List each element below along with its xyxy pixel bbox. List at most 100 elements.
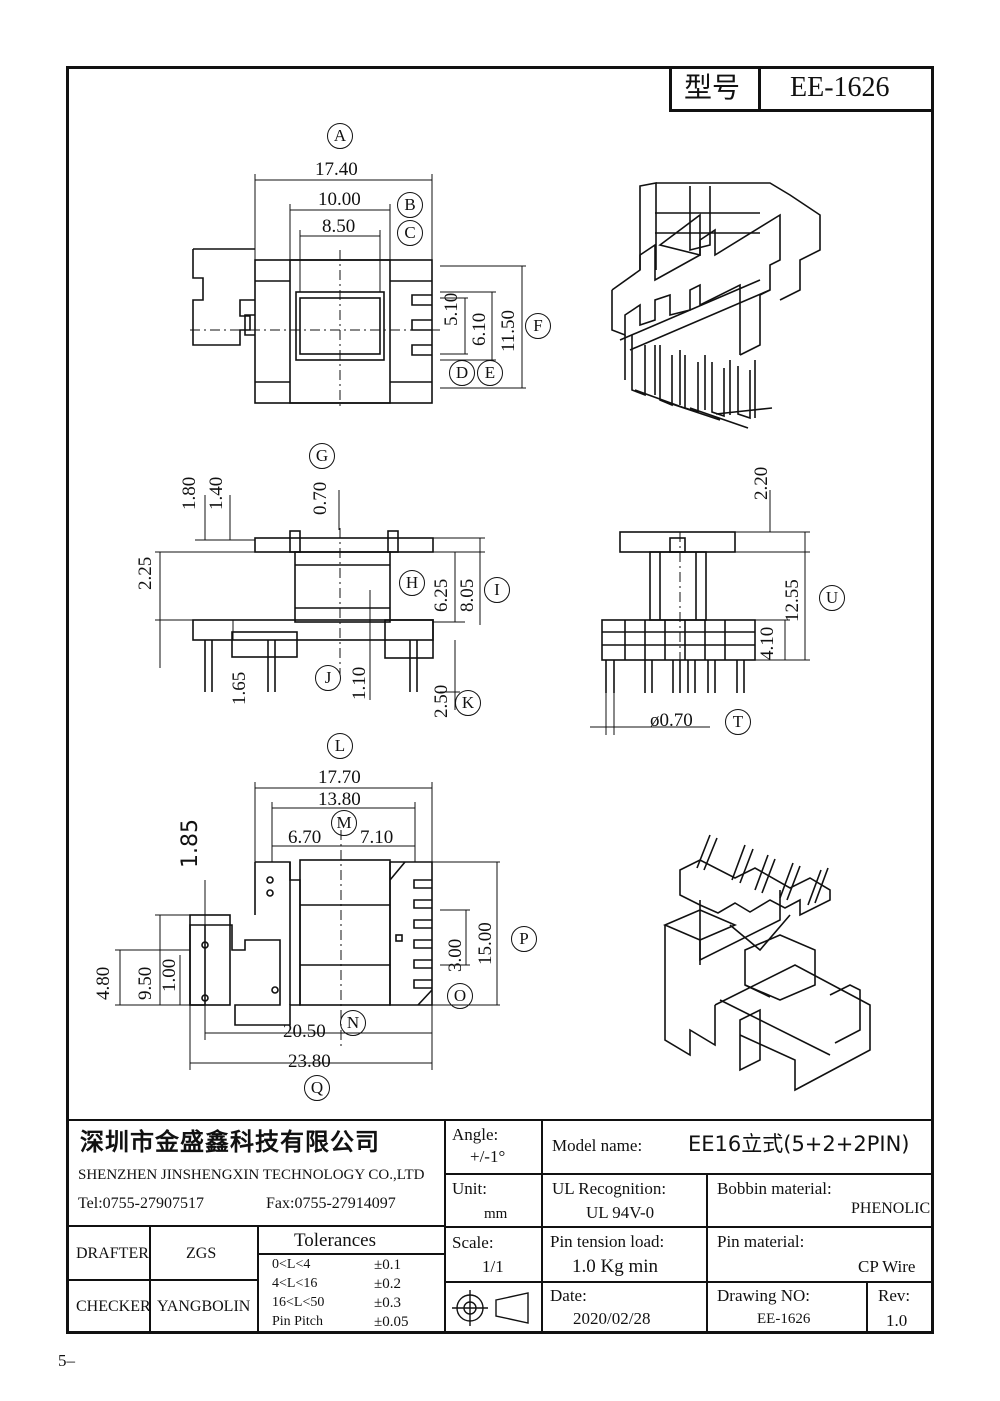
drafter-value: ZGS	[186, 1245, 217, 1262]
dim-1-40: 1.40	[206, 476, 227, 510]
checker-label: CHECKER	[76, 1298, 151, 1315]
front-view	[192, 528, 434, 692]
scale-label: Scale:	[452, 1233, 494, 1252]
angle-label: Angle:	[452, 1125, 499, 1144]
dim-20-50: 20.50	[283, 1021, 326, 1042]
drawing-no-value: EE-1626	[757, 1311, 811, 1327]
tolerance-value: ±0.05	[374, 1314, 409, 1330]
scale-value: 1/1	[482, 1257, 504, 1276]
bottom-view	[189, 830, 433, 1050]
callout-i: I	[484, 577, 510, 603]
callout-b: B	[397, 192, 423, 218]
callout-p: P	[511, 926, 537, 952]
tolerance-value: ±0.2	[374, 1276, 401, 1292]
date-value: 2020/02/28	[573, 1309, 651, 1328]
dim-17-70: 17.70	[318, 767, 361, 788]
title-block-grid	[66, 1119, 934, 1334]
projection-symbol	[452, 1290, 529, 1326]
company-tel: Tel:0755-27907517	[78, 1195, 204, 1212]
dim-1-10: 1.10	[349, 666, 370, 700]
dim-1-80: 1.80	[179, 476, 200, 510]
pin-tension-label: Pin tension load:	[550, 1232, 665, 1251]
callout-a: A	[327, 123, 353, 149]
unit-value: mm	[484, 1206, 508, 1222]
model-label: 型号	[684, 71, 741, 104]
model-title-box	[669, 66, 934, 112]
drafter-label: DRAFTER	[76, 1245, 149, 1262]
dim-10-00: 10.00	[318, 189, 361, 210]
isometric-view-bottom	[662, 834, 871, 1092]
tolerance-range: Pin Pitch	[272, 1314, 323, 1329]
dim-8-50: 8.50	[322, 216, 356, 237]
dim-23-80: 23.80	[288, 1051, 331, 1072]
dim-2-50: 2.50	[431, 684, 452, 718]
dim-pin-dia: ø0.70	[650, 710, 693, 731]
callout-h: H	[399, 570, 425, 596]
bobbin-label: Bobbin material:	[717, 1179, 832, 1198]
tolerance-value: ±0.1	[374, 1257, 401, 1273]
dim-12-55: 12.55	[782, 579, 803, 622]
rev-label: Rev:	[878, 1286, 911, 1305]
dim-11-50: 11.50	[498, 309, 519, 352]
date-label: Date:	[550, 1286, 587, 1305]
unit-label: Unit:	[452, 1179, 487, 1198]
isometric-view-top	[611, 182, 821, 429]
dim-6-25: 6.25	[431, 578, 452, 612]
callout-t: T	[725, 709, 751, 735]
pin-tension-value: 1.0 Kg min	[572, 1256, 659, 1277]
callout-o: O	[447, 983, 473, 1009]
tolerances-label: Tolerances	[294, 1230, 377, 1251]
pin-material-value: CP Wire	[858, 1257, 916, 1276]
dim-17-40: 17.40	[315, 159, 358, 180]
dim-1-65: 1.65	[229, 671, 250, 705]
dim-1-85: 1.85	[178, 819, 203, 868]
drawing-no-label: Drawing NO:	[717, 1286, 811, 1305]
model-name-label: Model name:	[552, 1136, 643, 1155]
tolerance-range: 4<L<16	[272, 1276, 318, 1291]
callout-u: U	[819, 585, 845, 611]
rev-value: 1.0	[886, 1311, 908, 1330]
callout-j: J	[315, 665, 341, 691]
dim-0-70: 0.70	[310, 481, 331, 515]
pin-material-label: Pin material:	[717, 1232, 805, 1251]
dim-15-00: 15.00	[475, 922, 496, 965]
callout-k: K	[455, 690, 481, 716]
callout-l: L	[327, 733, 353, 759]
tolerance-range: 16<L<50	[272, 1295, 325, 1310]
callout-d: D	[449, 360, 475, 386]
tolerance-range: 0<L<4	[272, 1257, 311, 1272]
callout-f: F	[525, 313, 551, 339]
dim-3-00: 3.00	[445, 938, 466, 972]
callout-e: E	[477, 360, 503, 386]
dim-6-70: 6.70	[288, 827, 322, 848]
company-fax: Fax:0755-27914097	[266, 1195, 396, 1212]
dim-2-20: 2.20	[751, 466, 772, 500]
callout-g: G	[309, 443, 335, 469]
dim-1-00: 1.00	[159, 958, 180, 992]
tolerance-value: ±0.3	[374, 1295, 401, 1311]
margin-mark: 5–	[58, 1351, 75, 1370]
model-name-value: EE16立式(5+2+2PIN)	[688, 1132, 910, 1156]
angle-value: +/-1°	[470, 1147, 506, 1166]
dim-5-10: 5.10	[441, 292, 462, 326]
dim-4-10: 4.10	[757, 626, 778, 660]
dim-2-25: 2.25	[135, 556, 156, 590]
dim-6-10: 6.10	[469, 312, 490, 346]
top-view	[190, 248, 440, 410]
callout-m: M	[331, 810, 357, 836]
dim-8-05: 8.05	[457, 578, 478, 612]
company-name-cn: 深圳市金盛鑫科技有限公司	[80, 1128, 380, 1156]
dim-13-80: 13.80	[318, 789, 361, 810]
dim-9-50: 9.50	[135, 966, 156, 1000]
dim-7-10: 7.10	[360, 827, 394, 848]
callout-c: C	[397, 220, 423, 246]
company-name-en: SHENZHEN JINSHENGXIN TECHNOLOGY CO.,LTD	[78, 1167, 425, 1183]
callout-n: N	[340, 1010, 366, 1036]
side-view	[601, 531, 756, 693]
callout-q: Q	[304, 1075, 330, 1101]
ul-label: UL Recognition:	[552, 1179, 667, 1198]
model-number: EE-1626	[790, 72, 890, 103]
drawing-frame	[66, 66, 934, 1334]
checker-value: YANGBOLIN	[157, 1298, 251, 1315]
